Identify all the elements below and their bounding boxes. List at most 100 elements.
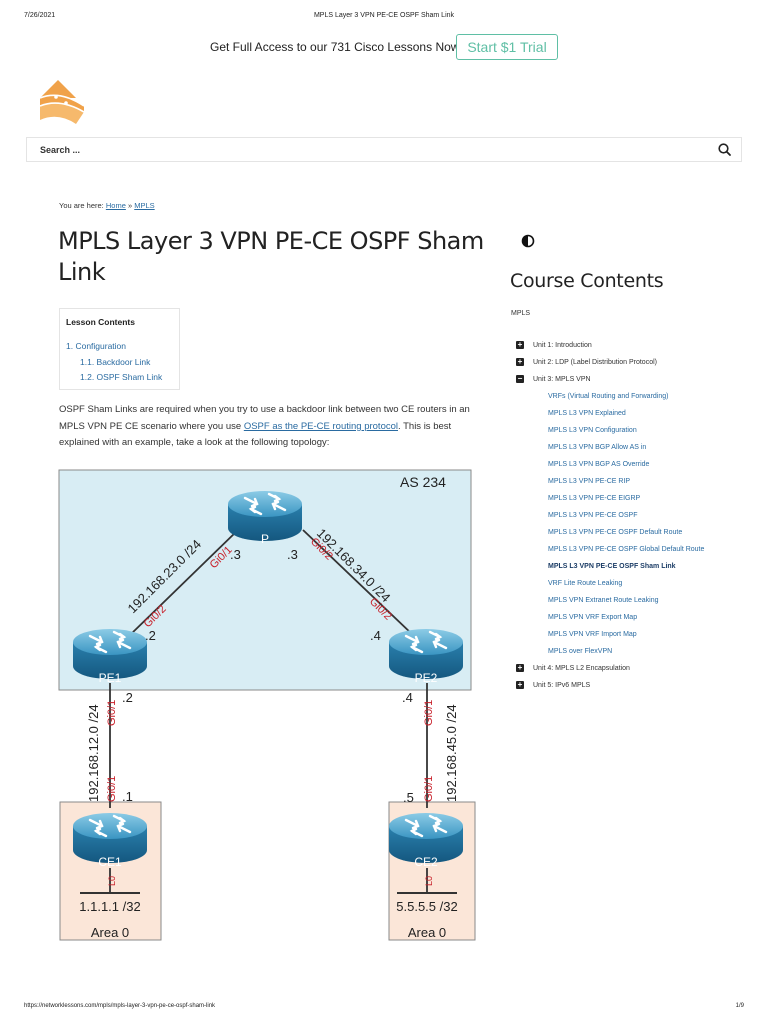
router-p: P bbox=[226, 489, 304, 546]
lesson-link[interactable]: MPLS L3 VPN BGP AS Override bbox=[548, 461, 650, 468]
iface-ce2-loopback: L0 bbox=[424, 876, 434, 886]
unit-label[interactable]: Unit 1: Introduction bbox=[533, 342, 592, 349]
ce1-network: 1.1.1.1 /32 bbox=[79, 899, 140, 914]
topology-diagram: P PE1 PE2 CE1 CE2 AS 234 192.168.23.0 /2… bbox=[58, 469, 476, 941]
toc-link-backdoor[interactable]: 1.1. Backdoor Link bbox=[80, 356, 151, 367]
page-title: MPLS Layer 3 VPN PE-CE OSPF Sham Link bbox=[58, 227, 484, 286]
minus-square-icon[interactable]: − bbox=[516, 374, 524, 383]
search-button[interactable] bbox=[709, 138, 741, 161]
unit-item[interactable]: + Unit 2: LDP (Label Distribution Protoc… bbox=[516, 354, 726, 371]
print-footer: https://networklessons.com/mpls/mpls-lay… bbox=[24, 1003, 744, 1013]
unit-item-expanded[interactable]: − Unit 3: MPLS VPN bbox=[516, 371, 726, 388]
router-pe2: PE2 bbox=[387, 627, 465, 685]
ce2-network: 5.5.5.5 /32 bbox=[396, 899, 457, 914]
lesson-link[interactable]: MPLS L3 VPN PE-CE OSPF bbox=[548, 512, 638, 519]
toc-link-configuration[interactable]: 1. Configuration bbox=[66, 341, 127, 351]
as-label: AS 234 bbox=[400, 474, 446, 490]
ospf-pe-ce-link[interactable]: OSPF as the PE-CE routing protocol bbox=[243, 420, 398, 432]
course-contents-title: Course Contents bbox=[510, 270, 664, 292]
iface-ce2-to-pe2: Gi0/1 bbox=[423, 776, 435, 802]
breadcrumb-home-link[interactable]: Home bbox=[105, 201, 126, 210]
iface-pe2-to-ce2: Gi0/1 bbox=[423, 700, 435, 726]
plus-square-icon[interactable]: + bbox=[516, 680, 524, 689]
search-icon bbox=[718, 143, 731, 156]
link-p-pe2 bbox=[302, 529, 414, 636]
router-pe2-label: PE2 bbox=[415, 671, 438, 685]
search-input[interactable] bbox=[27, 138, 707, 161]
breadcrumb: You are here: Home » MPLS bbox=[59, 201, 155, 210]
lesson-link[interactable]: MPLS L3 VPN PE-CE OSPF Default Route bbox=[548, 529, 683, 536]
unit-label[interactable]: Unit 5: IPv6 MPLS bbox=[533, 682, 591, 689]
host-pe2-up: .4 bbox=[370, 628, 381, 643]
toc-link-sham-link[interactable]: 1.2. OSPF Sham Link bbox=[80, 372, 163, 382]
host-pe1-up: .2 bbox=[145, 628, 156, 643]
router-p-label: P bbox=[261, 532, 269, 546]
host-p-left: .3 bbox=[230, 547, 241, 562]
book-logo-icon bbox=[39, 80, 85, 124]
plus-square-icon[interactable]: + bbox=[516, 357, 524, 366]
lesson-link[interactable]: MPLS L3 VPN BGP Allow AS in bbox=[548, 444, 647, 451]
area-right-label: Area 0 bbox=[408, 925, 446, 940]
router-ce1: CE1 bbox=[71, 811, 149, 869]
unit-label[interactable]: Unit 2: LDP (Label Distribution Protocol… bbox=[533, 359, 657, 366]
subnet-pe1-ce1: 192.168.12.0 /24 bbox=[86, 704, 101, 802]
print-title: MPLS Layer 3 VPN PE-CE OSPF Sham Link bbox=[313, 12, 455, 19]
lesson-link[interactable]: MPLS VPN VRF Export Map bbox=[548, 614, 638, 621]
plus-square-icon[interactable]: + bbox=[516, 663, 524, 672]
course-contents-list: + Unit 1: Introduction + Unit 2: LDP (La… bbox=[516, 337, 726, 694]
unit-label[interactable]: Unit 3: MPLS VPN bbox=[533, 376, 591, 383]
lesson-link[interactable]: MPLS L3 VPN PE-CE EIGRP bbox=[548, 495, 641, 502]
host-ce1: .1 bbox=[122, 789, 133, 804]
lesson-link[interactable]: MPLS L3 VPN Configuration bbox=[548, 427, 637, 434]
iface-pe1-to-ce1: Gi0/1 bbox=[106, 700, 118, 726]
start-trial-button[interactable]: Start $1 Trial bbox=[456, 34, 558, 60]
lesson-link[interactable]: MPLS VPN Extranet Route Leaking bbox=[548, 597, 659, 604]
plus-square-icon[interactable]: + bbox=[516, 340, 524, 349]
lesson-contents-box: Lesson Contents 1. Configuration 1.1. Ba… bbox=[59, 308, 180, 390]
host-pe2-down: .4 bbox=[402, 690, 413, 705]
lesson-link-active[interactable]: MPLS L3 VPN PE-CE OSPF Sham Link bbox=[548, 563, 676, 570]
promo-text: Get Full Access to our 731 Cisco Lessons… bbox=[210, 40, 460, 54]
host-pe1-down: .2 bbox=[122, 690, 133, 705]
print-url: https://networklessons.com/mpls/mpls-lay… bbox=[24, 1003, 216, 1009]
lesson-link[interactable]: MPLS VPN VRF Import Map bbox=[548, 631, 637, 638]
intro-paragraph: OSPF Sham Links are required when you tr… bbox=[59, 402, 483, 452]
breadcrumb-mpls-link[interactable]: MPLS bbox=[134, 201, 155, 210]
course-name[interactable]: MPLS bbox=[511, 310, 531, 317]
half-circle-icon bbox=[521, 234, 535, 248]
print-header: 7/26/2021 MPLS Layer 3 VPN PE-CE OSPF Sh… bbox=[24, 12, 744, 22]
print-date: 7/26/2021 bbox=[24, 12, 56, 19]
iface-ce1-to-pe1: Gi0/1 bbox=[106, 776, 118, 802]
link-pe1-p bbox=[129, 529, 239, 636]
intro-text-1: OSPF Sham Links are required when you tr… bbox=[59, 404, 470, 432]
lesson-link[interactable]: MPLS L3 VPN PE-CE RIP bbox=[548, 478, 631, 485]
lesson-contents-title: Lesson Contents bbox=[66, 317, 135, 327]
router-ce2-label: CE2 bbox=[414, 855, 438, 869]
search-bar bbox=[26, 137, 742, 162]
lesson-link[interactable]: MPLS L3 VPN Explained bbox=[548, 410, 626, 417]
lesson-list: VRFs (Virtual Routing and Forwarding) MPL… bbox=[516, 388, 726, 660]
site-logo[interactable] bbox=[36, 76, 88, 128]
host-p-right: .3 bbox=[287, 547, 298, 562]
area-left-label: Area 0 bbox=[91, 925, 129, 940]
lesson-link[interactable]: MPLS L3 VPN PE-CE OSPF Global Default Ro… bbox=[548, 546, 705, 553]
iface-ce1-loopback: L0 bbox=[107, 876, 117, 886]
promo-bar: Get Full Access to our 731 Cisco Lessons… bbox=[0, 33, 768, 61]
intro-text-2: . This is best explained with an example… bbox=[59, 420, 452, 449]
lesson-link[interactable]: VRFs (Virtual Routing and Forwarding) bbox=[548, 393, 669, 400]
router-ce2: CE2 bbox=[387, 811, 465, 869]
breadcrumb-separator: » bbox=[127, 201, 133, 210]
subnet-pe2-ce2: 192.168.45.0 /24 bbox=[444, 704, 459, 802]
breadcrumb-prefix: You are here: bbox=[59, 201, 104, 210]
router-ce1-label: CE1 bbox=[98, 855, 122, 869]
unit-item[interactable]: + Unit 4: MPLS L2 Encapsulation bbox=[516, 660, 726, 677]
lesson-link[interactable]: MPLS over FlexVPN bbox=[548, 648, 613, 655]
theme-toggle-button[interactable] bbox=[521, 234, 535, 248]
router-pe1: PE1 bbox=[71, 627, 149, 685]
unit-item[interactable]: + Unit 1: Introduction bbox=[516, 337, 726, 354]
print-page-number: 1/9 bbox=[735, 1003, 744, 1009]
unit-item[interactable]: + Unit 5: IPv6 MPLS bbox=[516, 677, 726, 694]
router-pe1-label: PE1 bbox=[99, 671, 122, 685]
unit-label[interactable]: Unit 4: MPLS L2 Encapsulation bbox=[533, 665, 630, 672]
lesson-link[interactable]: VRF Lite Route Leaking bbox=[548, 580, 623, 587]
